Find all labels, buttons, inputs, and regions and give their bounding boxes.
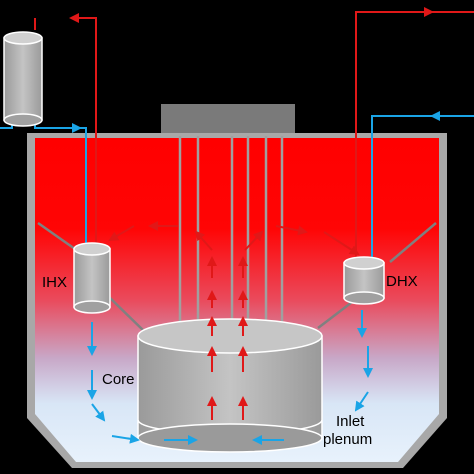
reactor-core bbox=[137, 318, 323, 453]
ihx-heat-exchanger bbox=[73, 242, 111, 314]
external-heat-exchanger-tank bbox=[3, 31, 43, 127]
rotating-plug bbox=[161, 104, 295, 136]
sodium-pool bbox=[35, 138, 439, 462]
core-label: Core bbox=[102, 371, 135, 388]
inlet-plenum-label-line1: Inlet bbox=[336, 413, 365, 430]
cold-flow-arrows bbox=[87, 310, 373, 445]
dhx-secondary-loop bbox=[355, 7, 474, 290]
inlet-plenum-label-line2: plenum bbox=[323, 431, 372, 448]
dhx-label: DHX bbox=[386, 273, 418, 290]
flow-arrow-icon bbox=[323, 231, 360, 256]
flow-arrow-icon bbox=[108, 225, 135, 242]
dhx-heat-exchanger bbox=[343, 256, 385, 305]
flow-arrow-icon bbox=[111, 433, 140, 444]
flow-arrow-icon bbox=[275, 225, 308, 236]
ihx-label: IHX bbox=[42, 274, 67, 291]
hot-flow-arrows bbox=[108, 221, 360, 420]
flow-arrow-icon bbox=[244, 230, 264, 251]
flow-arrow-icon bbox=[354, 391, 369, 412]
flow-arrow-icon bbox=[194, 230, 213, 251]
flow-arrow-icon bbox=[91, 403, 106, 422]
